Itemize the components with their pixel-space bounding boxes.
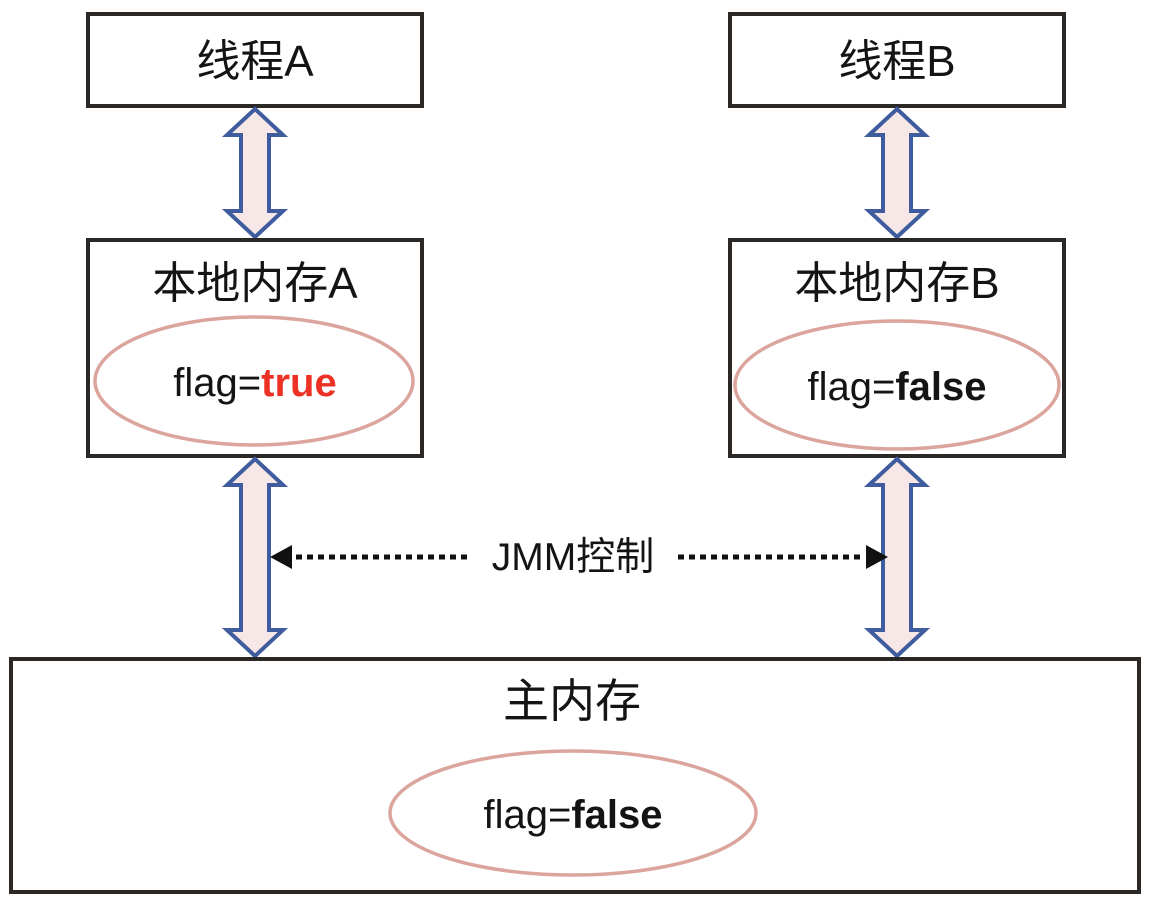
main-memory-box xyxy=(9,657,1141,894)
local-memory-b-label: 本地内存B xyxy=(794,259,999,308)
main-memory-flag-ellipse xyxy=(388,749,758,877)
local-memory-a-flag-text: flag=true xyxy=(173,361,336,405)
local-memory-a-label: 本地内存A xyxy=(152,259,358,308)
flag-prefix: flag= xyxy=(807,365,895,409)
local-memory-b-flag-text: flag=false xyxy=(807,365,986,409)
local-memory-b-flag-ellipse xyxy=(733,319,1061,451)
flag-value-false: false xyxy=(571,793,662,837)
main-memory-label: 主内存 xyxy=(503,675,641,727)
flag-prefix: flag= xyxy=(483,793,571,837)
thread-b-label: 线程B xyxy=(838,37,955,86)
thread-a-label: 线程A xyxy=(196,37,314,86)
jmm-arrowhead-right xyxy=(866,545,888,569)
local-memory-b-box xyxy=(728,238,1066,458)
thread-a-box xyxy=(86,12,424,108)
jmm-control-label: JMM控制 xyxy=(492,536,654,579)
main-memory-flag-text: flag=false xyxy=(483,793,662,837)
arrow-local-b-main-memory xyxy=(863,456,931,659)
arrow-local-a-main-memory xyxy=(221,456,289,659)
flag-value-false: false xyxy=(895,365,986,409)
arrow-thread-a-local-a xyxy=(221,106,289,240)
local-memory-a-box xyxy=(86,238,424,458)
arrow-thread-b-local-b xyxy=(863,106,931,240)
jmm-arrowhead-left xyxy=(270,545,292,569)
flag-value-true: true xyxy=(261,361,337,405)
thread-b-box xyxy=(728,12,1066,108)
local-memory-a-flag-ellipse xyxy=(93,315,415,447)
flag-prefix: flag= xyxy=(173,361,261,405)
